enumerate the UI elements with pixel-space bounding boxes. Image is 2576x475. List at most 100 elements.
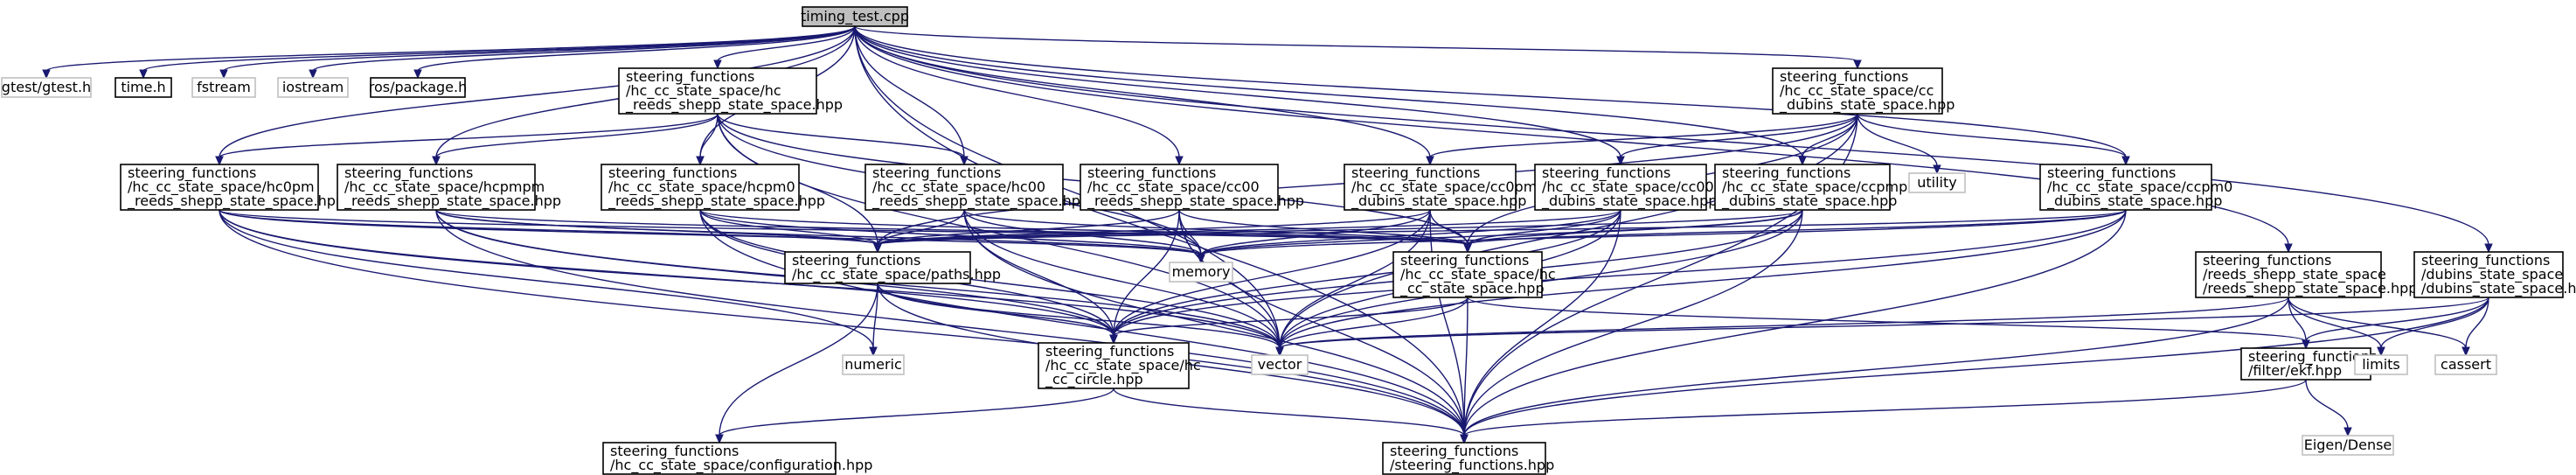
edge-root-to-ros	[413, 25, 856, 80]
node-label: steering_functions	[2248, 348, 2377, 366]
node-label: /reeds_shepp_state_space.hpp	[2203, 280, 2417, 297]
node-label: steering_functions	[1390, 443, 1518, 460]
node-hccc[interactable]: steering_functions/hc_cc_state_space/hc_…	[1392, 251, 1556, 298]
edge-dub-to-limits	[2377, 297, 2489, 357]
node-cc_rs[interactable]: steering_functions/hc_cc_state_space/cc0…	[1080, 164, 1304, 211]
node-eigen: Eigen/Dense	[2302, 435, 2394, 456]
node-label: _cc_circle.hpp	[1045, 371, 1143, 388]
edge-cc_dub-to-cc0pm	[1426, 113, 1858, 166]
node-box	[2354, 354, 2408, 375]
node-box	[2240, 347, 2371, 381]
node-label: _dubins_state_space.hpp	[1779, 96, 1955, 114]
node-label: numeric	[844, 356, 902, 373]
edge-root-to-fstream	[219, 25, 856, 80]
node-config[interactable]: steering_functions/hc_cc_state_space/con…	[602, 442, 872, 475]
node-hc00[interactable]: steering_functions/hc_cc_state_space/hc0…	[864, 164, 1089, 211]
node-rs[interactable]: steering_functions/reeds_shepp_state_spa…	[2195, 251, 2417, 298]
node-box	[1344, 164, 1517, 211]
node-label: steering_functions	[1351, 164, 1480, 182]
node-hc0pm[interactable]: steering_functions/hc_cc_state_space/hc0…	[120, 164, 344, 211]
edge-ccpm0-to-hccc	[1463, 209, 2127, 254]
node-box	[601, 164, 800, 211]
edge-root-to-cc_rs	[854, 25, 1184, 166]
node-sf[interactable]: steering_functions/steering_functions.hp…	[1382, 442, 1554, 475]
node-label: /hc_cc_state_space/ccpmpm	[1722, 178, 1921, 196]
node-paths[interactable]: steering_functions/hc_cc_state_space/pat…	[784, 251, 1001, 284]
node-box	[191, 77, 256, 98]
node-box	[337, 164, 536, 211]
node-label: steering_functions	[1045, 343, 1174, 360]
node-label: vector	[1258, 356, 1302, 373]
node-box	[2434, 354, 2497, 375]
node-box	[1534, 164, 1707, 211]
node-box	[602, 442, 837, 475]
node-label: steering_functions	[1087, 164, 1216, 182]
node-label: _reeds_shepp_state_space.hpp	[625, 96, 843, 114]
node-label: utility	[1917, 174, 1957, 191]
node-label: /hc_cc_state_space/cc0pm	[1351, 178, 1537, 196]
node-box	[115, 77, 172, 98]
node-box	[2195, 251, 2382, 298]
node-box	[1038, 342, 1190, 389]
node-circle[interactable]: steering_functions/hc_cc_state_space/hc_…	[1038, 342, 1201, 389]
node-gtest: gtest/gtest.h	[1, 77, 92, 98]
node-cc00d[interactable]: steering_functions/hc_cc_state_space/cc0…	[1534, 164, 1717, 211]
node-ekf[interactable]: steering_functions/filter/ekf.hpp	[2240, 347, 2377, 381]
edges-layer	[42, 25, 2493, 444]
edge-hc_rs-to-hcpmpm	[432, 113, 719, 166]
node-label: _dubins_state_space.hpp	[2046, 192, 2222, 210]
edge-ccpm0-to-memory	[1197, 209, 2127, 264]
node-label: limits	[2362, 356, 2400, 373]
node-box	[2302, 435, 2394, 456]
node-box	[277, 77, 349, 98]
node-label: ros/package.h	[369, 79, 468, 95]
node-cc_dub[interactable]: steering_functions/hc_cc_state_space/cc_…	[1772, 67, 1955, 115]
node-label: /hc_cc_state_space/hcpm0	[608, 178, 795, 196]
node-hc_rs[interactable]: steering_functions/hc_cc_state_space/hc_…	[618, 67, 843, 115]
node-label: _reeds_shepp_state_space.hpp	[1087, 192, 1304, 210]
node-box	[802, 6, 908, 27]
edge-root-to-hc_rs	[713, 25, 856, 70]
node-box	[1714, 164, 1891, 211]
edge-root-to-gtest	[42, 25, 856, 80]
node-box	[864, 164, 1064, 211]
node-label: /filter/ekf.hpp	[2248, 362, 2342, 379]
node-box	[1251, 354, 1309, 375]
node-cc0pm[interactable]: steering_functions/hc_cc_state_space/cc0…	[1344, 164, 1537, 211]
node-label: /hc_cc_state_space/paths.hpp	[792, 266, 1001, 283]
node-label: /hc_cc_state_space/hc	[1400, 266, 1556, 283]
node-dub[interactable]: steering_functions/dubins_state_space/du…	[2413, 251, 2576, 298]
node-label: fstream	[197, 79, 251, 95]
node-label: /hc_cc_state_space/hc	[626, 82, 781, 100]
node-time[interactable]: time.h	[115, 77, 172, 98]
node-label: /hc_cc_state_space/hcpmpm	[344, 178, 545, 196]
node-hcpm0[interactable]: steering_functions/hc_cc_state_space/hcp…	[601, 164, 825, 211]
edge-hc_rs-to-hcpm0	[696, 113, 719, 166]
node-hcpmpm[interactable]: steering_functions/hc_cc_state_space/hcp…	[337, 164, 561, 211]
node-box	[2413, 251, 2564, 298]
node-label: memory	[1172, 263, 1231, 280]
node-label: /reeds_shepp_state_space	[2203, 266, 2386, 283]
edge-dub-to-cassert	[2461, 297, 2489, 357]
edge-circle-to-config	[715, 388, 1114, 444]
node-box	[1080, 164, 1279, 211]
node-label: Eigen/Dense	[2304, 437, 2392, 453]
node-label: /hc_cc_state_space/hc	[1045, 357, 1201, 374]
node-label: steering_functions	[128, 164, 256, 182]
node-iostream: iostream	[277, 77, 349, 98]
node-box	[1772, 67, 1943, 115]
node-box	[370, 77, 466, 98]
node-label: _dubins_state_space.hpp	[1350, 192, 1526, 210]
node-label: _reeds_shepp_state_space.hpp	[608, 192, 825, 210]
node-ccpm0[interactable]: steering_functions/hc_cc_state_space/ccp…	[2039, 164, 2232, 211]
node-ccpmpm[interactable]: steering_functions/hc_cc_state_space/ccp…	[1714, 164, 1921, 211]
edge-rs-to-vector	[1275, 297, 2289, 357]
node-label: /hc_cc_state_space/hc0pm	[128, 178, 315, 196]
node-label: steering_functions	[610, 443, 739, 460]
node-label: _reeds_shepp_state_space.hpp	[127, 192, 344, 210]
node-ros[interactable]: ros/package.h	[369, 77, 468, 98]
node-box	[120, 164, 319, 211]
edge-circle-to-sf	[1113, 388, 1469, 444]
node-box	[842, 354, 905, 375]
